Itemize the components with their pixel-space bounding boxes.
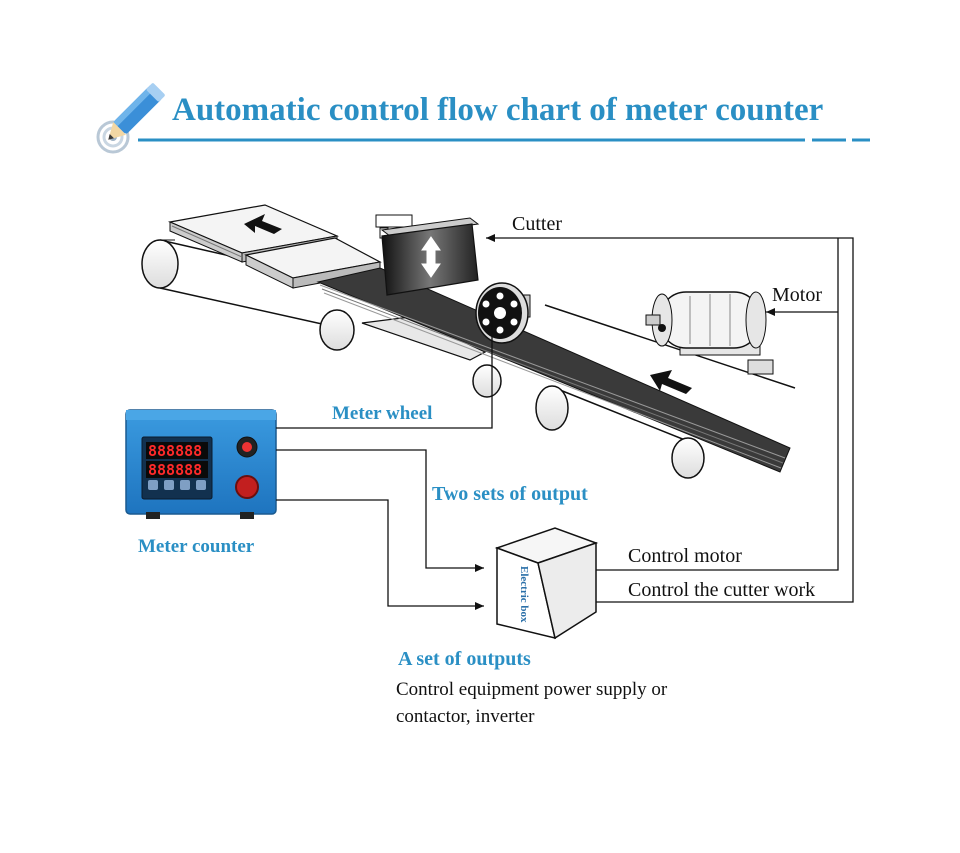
- meter-counter-device: [125, 409, 277, 519]
- meter-wheel-label: Meter wheel: [332, 403, 433, 424]
- pencil-icon: [96, 83, 165, 154]
- electric-box: [494, 527, 599, 640]
- arrow-icon: [244, 214, 282, 234]
- material-strip: [316, 267, 791, 473]
- up-down-arrow-icon: [421, 236, 441, 278]
- electric-box-label: Electric box: [518, 566, 530, 623]
- set-of-outputs-label: A set of outputs: [398, 648, 531, 670]
- motor-label: Motor: [772, 284, 822, 306]
- right-conveyor: [472, 304, 796, 479]
- page-title: Automatic control flow chart of meter co…: [172, 92, 824, 128]
- power-supply-text-line1: Control equipment power supply or: [396, 679, 668, 700]
- counter-display-row1: 888888: [148, 442, 202, 460]
- meter-counter-label: Meter counter: [138, 536, 255, 557]
- meter-wheel-icon: [475, 282, 531, 344]
- two-sets-output-label: Two sets of output: [432, 483, 588, 505]
- power-supply-text-line2: contactor, inverter: [396, 706, 535, 727]
- cutter-label: Cutter: [512, 213, 562, 235]
- stop-button-icon: [235, 475, 259, 499]
- control-cutter-label: Control the cutter work: [628, 579, 816, 601]
- counter-display-row2: 888888: [148, 461, 202, 479]
- base-plate: [361, 316, 487, 361]
- signal-lines: [276, 234, 854, 610]
- cutter-icon: [375, 214, 480, 296]
- control-motor-label: Control motor: [628, 545, 742, 567]
- motor-icon: [645, 291, 774, 375]
- arrow-icon: [650, 370, 692, 394]
